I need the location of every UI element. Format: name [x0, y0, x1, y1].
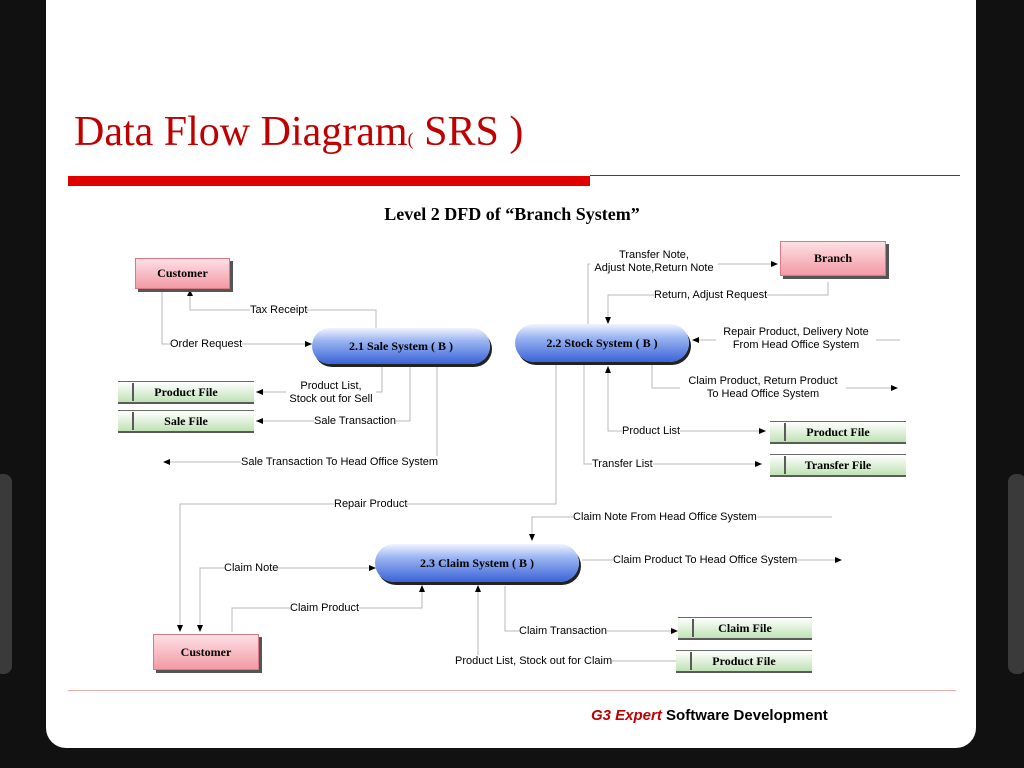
flow-product-list: Product List — [622, 425, 681, 438]
process-claim-system: 2.3 Claim System ( B ) — [375, 544, 579, 582]
customer-entity-bottom: Customer — [153, 634, 259, 670]
flow-product-list-stock-sell-line1: Product List, — [300, 380, 362, 392]
flow-claim-return-line1: Claim Product, Return Product — [688, 375, 838, 387]
flow-tax-receipt: Tax Receipt — [250, 304, 308, 317]
flow-product-list-stock-claim: Product List, Stock out for Claim — [455, 655, 613, 668]
customer-entity-top: Customer — [135, 258, 230, 289]
flow-repair-delivery-line1: Repair Product, Delivery Note — [723, 326, 869, 338]
title-underline-bar — [68, 176, 590, 186]
flow-claim-return: Claim Product, Return Product To Head Of… — [680, 375, 846, 401]
title-rest: SRS ) — [413, 109, 524, 155]
title-underline-line — [590, 175, 960, 176]
store-product-file-sale: Product File — [118, 381, 254, 404]
flow-order-request: Order Request — [170, 338, 243, 351]
flow-claim-note: Claim Note — [224, 562, 279, 575]
flow-repair-delivery: Repair Product, Delivery Note From Head … — [716, 326, 876, 352]
flow-claim-return-line2: To Head Office System — [706, 388, 820, 400]
process-stock-system: 2.2 Stock System ( B ) — [515, 324, 689, 362]
flow-claim-note-from-head-office: Claim Note From Head Office System — [573, 511, 757, 524]
flow-transfer-note: Transfer Note, Adjust Note,Return Note — [590, 249, 718, 275]
footer: G3 Expert Software Development — [591, 707, 828, 724]
branch-entity: Branch — [780, 241, 886, 276]
left-frame-tab — [0, 474, 12, 674]
flow-sale-transaction: Sale Transaction — [314, 415, 396, 428]
store-sale-file: Sale File — [118, 410, 254, 433]
flow-claim-transaction: Claim Transaction — [519, 625, 608, 638]
store-claim-file: Claim File — [678, 617, 812, 640]
store-product-file-claim: Product File — [676, 650, 812, 673]
footer-text: Software Development — [661, 707, 828, 724]
flow-transfer-note-line2: Adjust Note,Return Note — [594, 262, 714, 274]
title-paren: ( — [407, 129, 414, 149]
flow-repair-delivery-line2: From Head Office System — [732, 339, 860, 351]
footer-brand: G3 Expert — [591, 707, 662, 724]
title-main-text: Data Flow Diagram — [74, 109, 408, 155]
flow-product-list-stock-sell: Product List, Stock out for Sell — [286, 380, 376, 406]
store-product-file-stock: Product File — [770, 421, 906, 444]
flow-sale-to-head-office: Sale Transaction To Head Office System — [241, 456, 439, 469]
flow-transfer-list: Transfer List — [592, 458, 653, 471]
process-sale-system: 2.1 Sale System ( B ) — [312, 328, 490, 364]
flow-claim-product: Claim Product — [290, 602, 360, 615]
slide — [46, 0, 976, 748]
store-transfer-file: Transfer File — [770, 454, 906, 477]
flow-repair-product: Repair Product — [334, 498, 408, 511]
footer-divider — [68, 690, 956, 691]
flow-claim-product-to-head-office: Claim Product To Head Office System — [613, 554, 798, 567]
flow-product-list-stock-sell-line2: Stock out for Sell — [289, 393, 373, 405]
slide-title: Data Flow Diagram( SRS ) — [74, 108, 523, 156]
right-frame-tab — [1008, 474, 1024, 674]
flow-transfer-note-line1: Transfer Note, — [619, 249, 689, 261]
flow-return-adjust: Return, Adjust Request — [654, 289, 768, 302]
diagram-subtitle: Level 2 DFD of “Branch System” — [384, 204, 640, 224]
